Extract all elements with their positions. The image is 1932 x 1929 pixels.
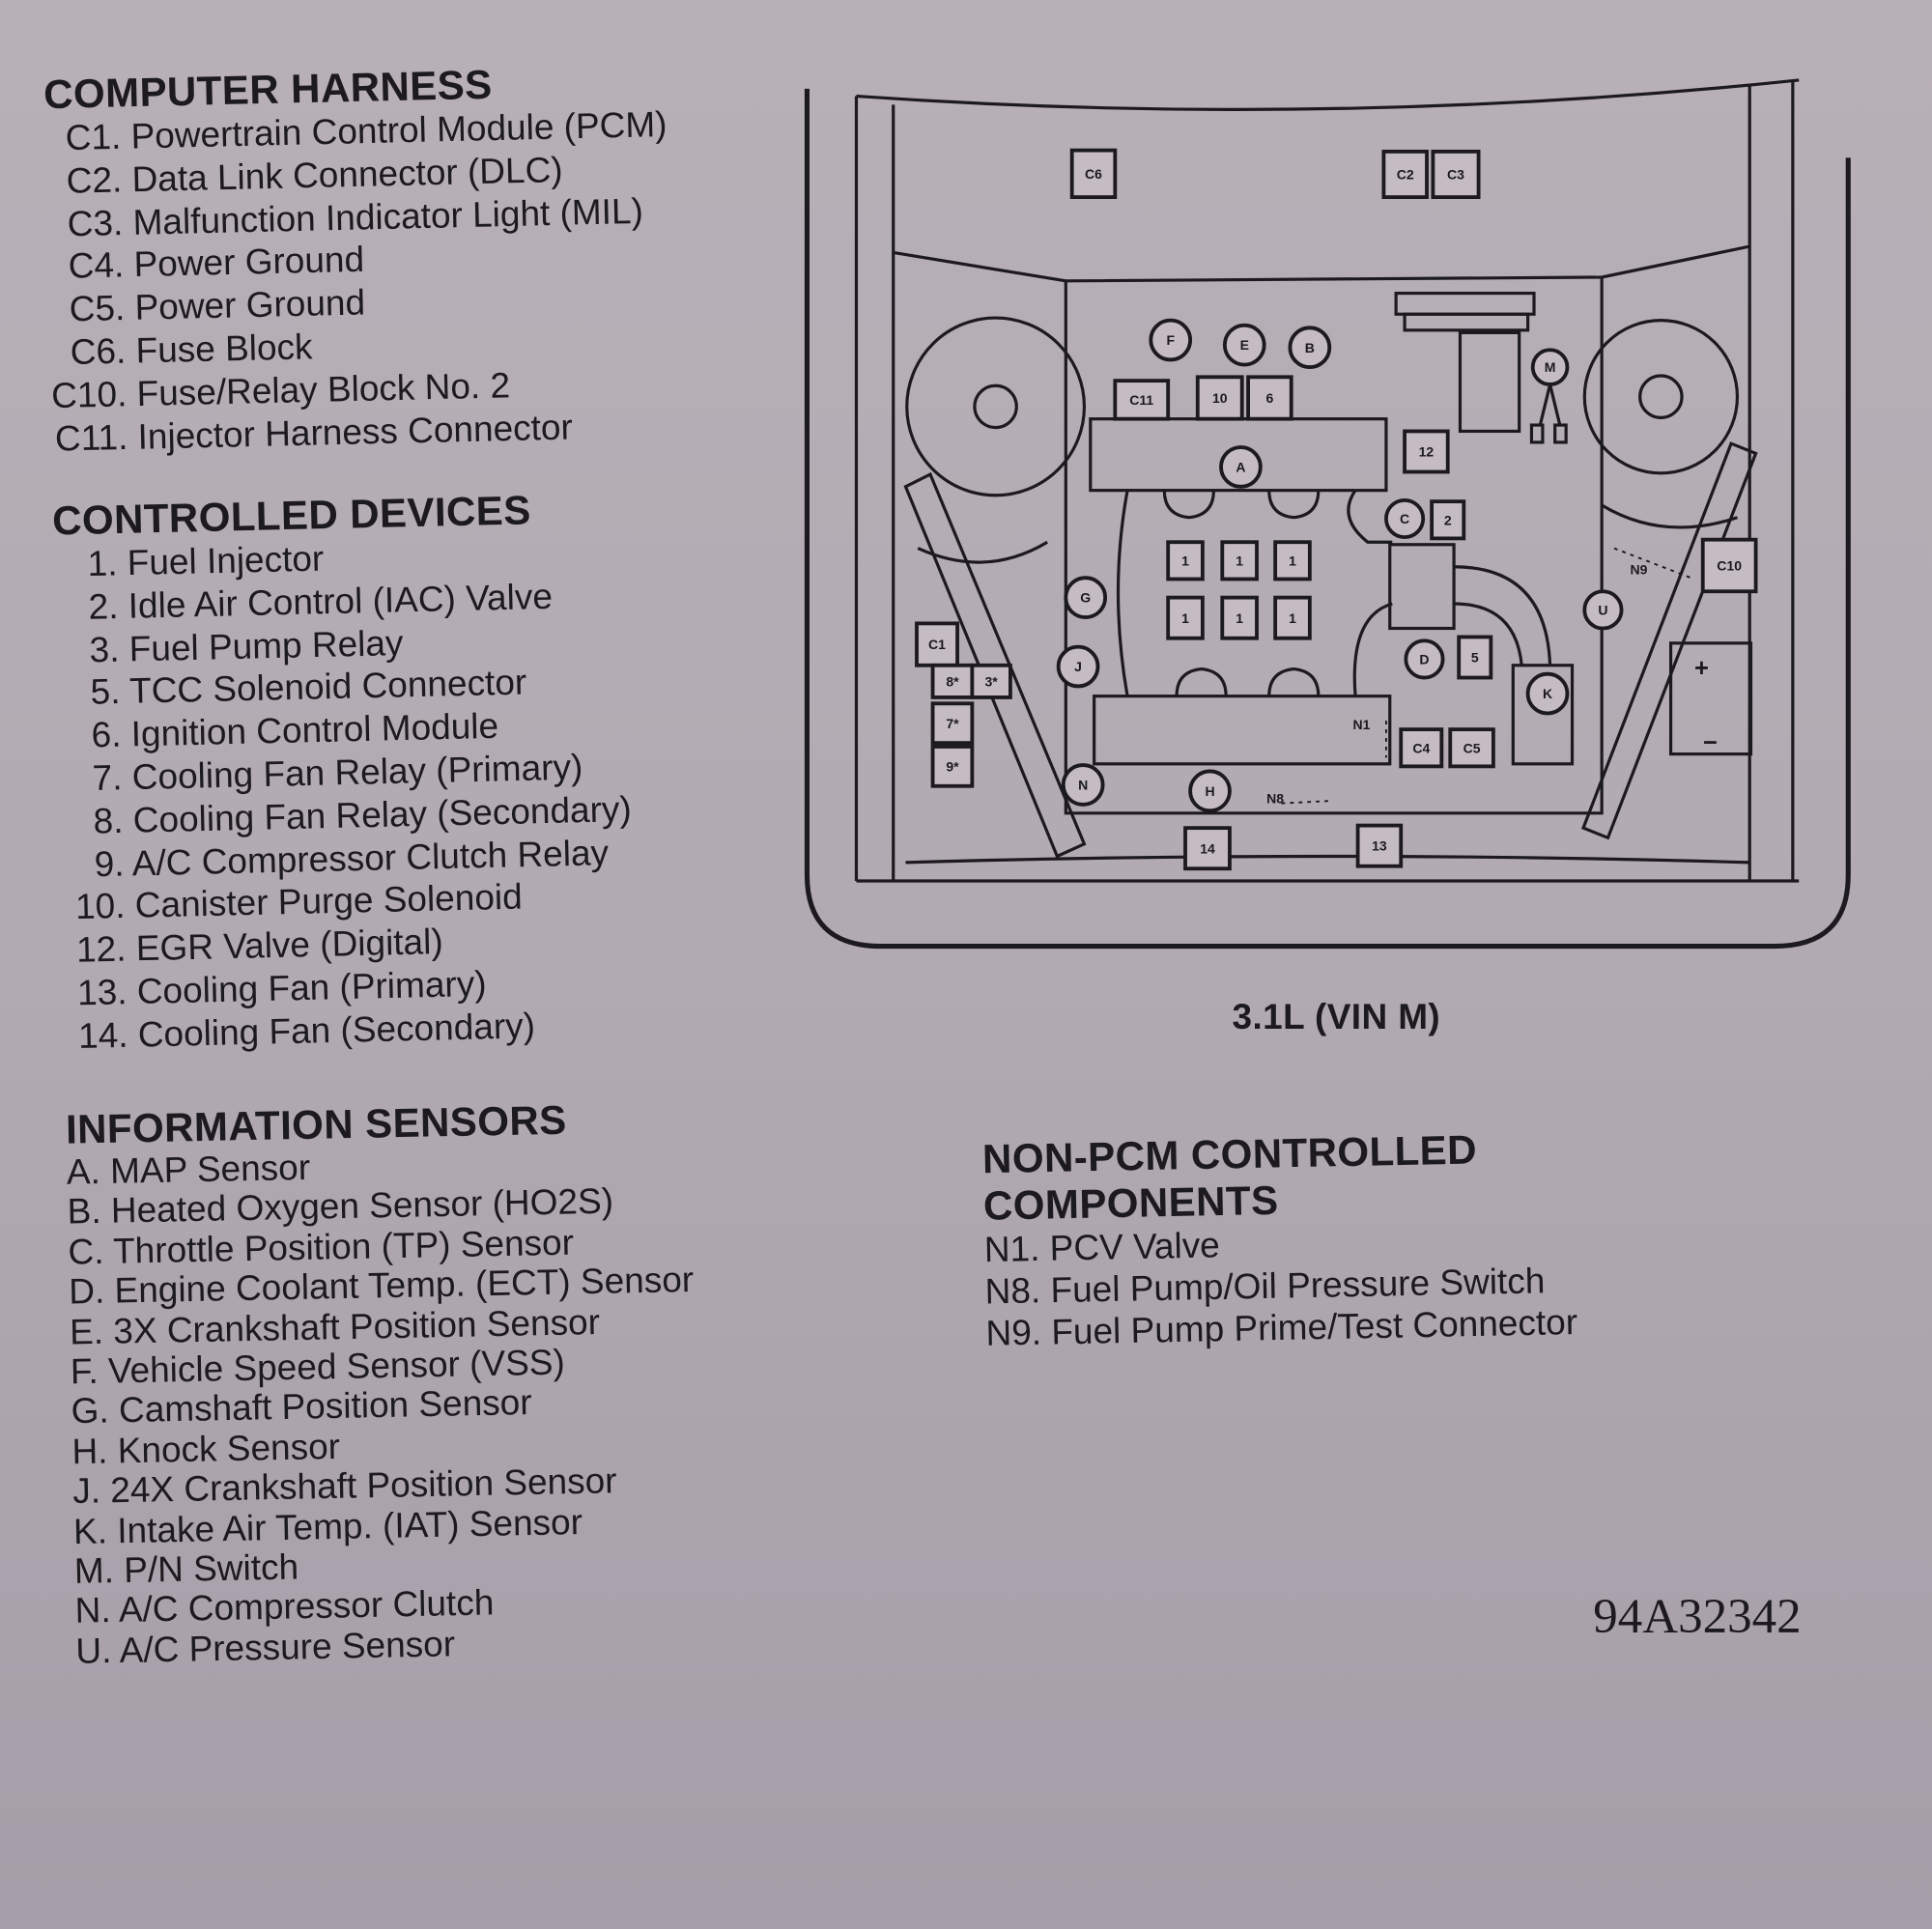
sensor-circle-b	[1288, 326, 1332, 370]
diagram-label-c11: C11	[1129, 392, 1153, 408]
connector-box-c4	[1399, 727, 1444, 769]
diagram-label-u: U	[1598, 602, 1607, 617]
diagram-label-h: H	[1205, 783, 1214, 799]
diagram-label-d8: 8*	[946, 673, 959, 689]
diagram-label-j: J	[1074, 659, 1082, 674]
connector-box-inj	[1220, 540, 1259, 582]
diagram-label-c3: C3	[1447, 167, 1464, 183]
diagram-label-inj: 1	[1236, 610, 1243, 626]
sensor-circle-m	[1530, 348, 1570, 386]
diagram-label-c4: C4	[1412, 740, 1430, 755]
diagram-label-g: G	[1080, 590, 1091, 606]
sensor-circle-c	[1384, 497, 1426, 540]
diagram-label-inj: 1	[1181, 610, 1189, 626]
left-belt	[903, 471, 1087, 859]
connector-box-c6	[1069, 148, 1118, 199]
diagram-label-inj: 1	[1289, 553, 1296, 568]
connector-box-inj	[1166, 540, 1205, 582]
diagram-label-d7: 7*	[946, 716, 959, 731]
connector-box-c3	[1431, 149, 1481, 199]
diagram-label-n: N	[1078, 778, 1088, 793]
sensor-circle-g	[1064, 576, 1108, 619]
diagram-label-k: K	[1543, 686, 1552, 701]
diagram-label-c6: C6	[1085, 166, 1102, 182]
connector-box-d2	[1430, 499, 1466, 541]
diagram-label-n8: N8	[1266, 791, 1284, 807]
diagram-label-c10: C10	[1717, 558, 1742, 574]
left-pulley	[905, 316, 1087, 497]
diagram-label-f: F	[1166, 332, 1175, 348]
sensor-circle-d	[1404, 638, 1445, 680]
sensor-circle-j	[1056, 644, 1100, 689]
diagram-label-inj: 1	[1289, 610, 1296, 626]
sensor-circle-e	[1222, 323, 1266, 367]
diagram-label-c5: C5	[1463, 740, 1481, 755]
connector-box-inj	[1273, 595, 1312, 640]
connector-box-c11	[1113, 379, 1171, 421]
diagram-label-d: D	[1419, 651, 1429, 667]
battery	[1668, 641, 1753, 756]
diagram-label-c: C	[1400, 511, 1409, 526]
diagram-label-d5: 5	[1471, 650, 1479, 666]
diagram-caption: 3.1L (VIN M)	[1232, 998, 1441, 1037]
diagram-label-c2: C2	[1397, 167, 1414, 183]
diagram-label-d12: 12	[1419, 444, 1435, 460]
connector-box-d13	[1355, 823, 1404, 868]
diagram-label-e: E	[1240, 337, 1249, 353]
diagram-label-a: A	[1236, 460, 1245, 475]
sensor-circle-n	[1061, 763, 1105, 807]
diagram-label-inj: 1	[1181, 553, 1189, 568]
figure-number: 94A32342	[1593, 1588, 1802, 1644]
right-belt	[1580, 441, 1758, 840]
connector-box-inj	[1166, 595, 1205, 640]
connector-box-d10	[1195, 375, 1244, 421]
connector-box-d7	[930, 701, 975, 746]
connector-box-c5	[1448, 727, 1495, 769]
diagram-label-d3: 3*	[985, 673, 999, 689]
connector-box-c2	[1381, 149, 1429, 199]
diagram-label-inj: 1	[1236, 553, 1243, 568]
diagram-label-n9: N9	[1630, 561, 1647, 577]
connector-box-d6	[1246, 375, 1293, 421]
sensor-circle-h	[1188, 769, 1232, 813]
connector-box-d12	[1403, 429, 1450, 474]
sensor-circle-u	[1582, 589, 1624, 631]
connector-box-d9	[930, 745, 975, 788]
sensor-circle-a	[1219, 445, 1263, 489]
connector-box-inj	[1220, 595, 1259, 640]
sensor-circle-f	[1149, 318, 1193, 362]
diagram-label-d10: 10	[1212, 390, 1228, 406]
outer-frame	[804, 88, 1851, 950]
lower-plenum	[1093, 695, 1392, 766]
diagram-label-d14: 14	[1200, 840, 1215, 856]
diagram-label-d2: 2	[1444, 512, 1452, 527]
diagram-label-d6: 6	[1266, 390, 1274, 406]
right-pulley	[1582, 319, 1740, 475]
hood-edge	[893, 244, 1750, 283]
sensor-circle-k	[1525, 671, 1570, 716]
connector-box-c10	[1700, 537, 1758, 594]
connector-box-d5	[1457, 635, 1493, 680]
diagram-label-c1: C1	[928, 637, 946, 652]
connector-box-d14	[1183, 826, 1232, 871]
diagram-label-d9: 9*	[946, 758, 959, 774]
diagram-label-d13: 13	[1372, 838, 1387, 854]
diagram-label-plus: +	[1694, 655, 1709, 682]
hood-top	[856, 78, 1800, 111]
connector-box-inj	[1273, 540, 1312, 582]
diagram-label-b: B	[1305, 340, 1315, 355]
diagram-label-minus: −	[1703, 729, 1718, 756]
diagram-label-n1: N1	[1352, 717, 1370, 732]
connector-box-d3	[970, 663, 1012, 699]
diagram-label-m: M	[1545, 359, 1556, 375]
